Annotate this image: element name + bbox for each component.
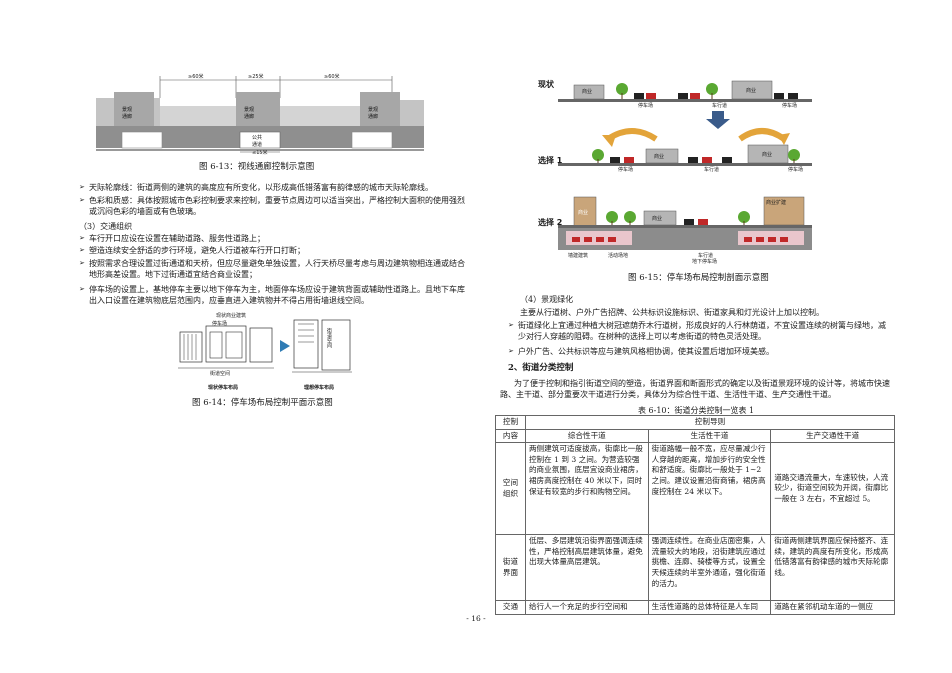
section-4-intro: 主要从行道树、户外广告招牌、公共标识设施标识、街道家具和灯光设计上加以控制。 [520, 308, 824, 317]
parking-label-left: 停车场 [638, 103, 654, 109]
row-name: 街道 界面 [495, 534, 526, 602]
bullet-skyline: ➢天际轮廓线：街道两侧的建筑的高度应有所变化，以形成高低错落富有韵律感的城市天际… [79, 183, 433, 192]
figure-6-15-caption: 图 6-15：停车场布局控制剖面示意图 [628, 273, 769, 283]
street-classification-table: 控制 控制导则 内容 综合性干道 生活性干道 生产交通性干道 空间 组织 两侧建… [495, 415, 896, 615]
table-row: 街道 界面 低层、多层建筑沿街界面强调连续性，严格控制高层建筑体量，避免出现大体… [495, 534, 895, 602]
parking-plan-diagram [176, 310, 354, 394]
parking-label-r2b: 停车场 [788, 167, 804, 173]
page-number: - 16 - [466, 614, 486, 623]
bullet-traffic-4: ➢停车场的设置上，基地停车主要以地下停车为主，地面停车场应设于建筑背面或辅助性道… [79, 285, 465, 306]
fig614-ideal-label: 理想停车布局 [304, 385, 335, 391]
bullet-traffic-3: ➢按照需求合理设置过街通道和天桥，但应尽量避免单独设置，人行天桥尽量考虑与周边建… [79, 259, 465, 280]
header-col2: 生活性干道 [647, 428, 772, 444]
table-cell: 强调连续性。在商业店面密集，人流量较大的地段，沿街建筑应通过挑檐、连廊、骑楼等方… [647, 534, 772, 602]
figure-6-14-caption: 图 6-14：停车场布局控制平面示意图 [192, 398, 333, 408]
lane-label: 车行道 [712, 103, 728, 109]
shop-label-r2b: 商业 [762, 152, 773, 158]
table-header-row-1: 控制 控制导则 [495, 415, 896, 430]
expand-label: 商业扩建 [766, 200, 787, 206]
dim-label-1: ≥60米 [188, 74, 204, 80]
ug-parking-label: 地下停车场 [692, 259, 718, 265]
fig614-street-label: 街道空间 [210, 371, 231, 377]
shop-label-r2: 商业 [654, 154, 665, 160]
view-corridor-diagram [96, 76, 424, 153]
bullet-traffic-1: ➢车行开口应设在设置在辅助道路、服务性道路上； [79, 234, 265, 243]
parking-label-r2: 停车场 [618, 167, 634, 173]
table-row: 交通 给行人一个充足的步行空间和 生活性道路的总体特征是人车同 道路在紧邻机动车… [495, 600, 895, 615]
bullet-advert: ➢户外广告、公共标识等应与建筑风格相协调，使其设置后增加环境美感。 [508, 347, 774, 356]
shop-label-right: 商业 [746, 88, 757, 94]
dim-label-3: ≥60米 [324, 74, 340, 80]
table-cell: 街道路幅一般不宽，应尽量减少行人穿越的距离，增加步行的安全性和舒适度。街廓比一般… [647, 442, 772, 536]
corridor-label-left: 景观 通廊 [122, 107, 133, 120]
fig614-current-label: 现状停车布局 [208, 385, 239, 391]
header-col1: 综合性干道 [524, 428, 649, 444]
section-2-heading: 2、街道分类控制 [508, 363, 574, 373]
figure-6-15: 现状 选择 1 选择 2 商业 商业 停车场 车行道 停车场 商业 商业 停车场… [538, 75, 828, 265]
header-content: 内容 [495, 428, 526, 444]
row-current-label: 现状 [538, 80, 554, 89]
row-name: 交通 [495, 600, 526, 615]
parking-section-diagram [558, 80, 812, 250]
section-2-intro: 为了便于控制和指引街道空间的塑造，街道界面和断面形式的确定以及街道景观环境的设计… [500, 379, 890, 400]
activity-label: 活动场地 [608, 253, 629, 259]
row-name: 空间 组织 [495, 442, 526, 536]
figure-6-13-caption: 图 6-13：视线通廊控制示意图 [199, 162, 315, 172]
fig614-parking-label: 停车场 [212, 321, 228, 327]
fig614-business-label: 现状商业建筑 [216, 313, 247, 319]
section-4-heading: （4）景观绿化 [520, 295, 574, 304]
table-header-row-2: 内容 综合性干道 生活性干道 生产交通性干道 [495, 428, 895, 444]
table-row: 空间 组织 两侧建筑可适度拔高，街廓比一般控制在 1 到 3 之间。为营造较强的… [495, 442, 895, 536]
corridor-label-right: 景观 通廊 [368, 107, 379, 120]
header-control: 控制 [495, 415, 526, 430]
row-choice1-label: 选择 1 [538, 156, 563, 165]
dim-label-2: ≥25米 [248, 74, 264, 80]
row-choice2-label: 选择 2 [538, 218, 563, 227]
retail-label: 商业 [578, 210, 589, 216]
table-cell: 生活性道路的总体特征是人车同 [647, 600, 772, 615]
table-cell: 道路在紧邻机动车道的一侧应 [770, 600, 895, 615]
shop-label: 商业 [582, 89, 593, 95]
table-cell: 给行人一个充足的步行空间和 [524, 600, 649, 615]
table-6-10-title: 表 6-10：街道分类控制一览表 1 [638, 406, 755, 415]
header-guide: 控制导则 [524, 415, 896, 430]
table-cell: 街道两侧建筑界面应保持整齐、连续，建筑的高度有所变化，形成高低错落富有韵律感的城… [770, 534, 895, 602]
bullet-color: ➢色彩和质感：具体按照城市色彩控制要求来控制，重要节点周边可以适当突出，严格控制… [79, 196, 465, 217]
figure-6-13: ≥60米 ≥25米 ≥60米 ≤15米 景观 通廊 景观 通廊 景观 通廊 公共… [92, 70, 427, 156]
table-cell: 道路交通流量大，车速较快，人流较少，街道空间较为开阔，街廓比一般在 3 左右，不… [770, 442, 895, 536]
lane-label-r3: 车行道 [698, 253, 714, 259]
figure-6-14: 现状商业建筑 停车场 街道空间 街道空间 现状停车布局 理想停车布局 [176, 310, 354, 394]
lane-label-r2: 车行道 [704, 167, 720, 173]
fig614-street-v-label: 街道空间 [326, 328, 332, 348]
corridor-label-mid: 景观 通廊 [244, 107, 255, 120]
dim-label-4: ≤15米 [252, 150, 268, 156]
table-cell: 低层、多层建筑沿街界面强调连续性，严格控制高层建筑体量，避免出现大体量高层建筑。 [524, 534, 649, 602]
header-col3: 生产交通性干道 [770, 428, 895, 444]
shop-label-r3: 商业 [652, 216, 663, 222]
section-3-heading: （3）交通组织 [79, 222, 133, 231]
wall-building-label: 墙建建筑 [568, 253, 589, 259]
bullet-greening: ➢街道绿化上宜通过种植大树冠遮荫乔木行道树，形成良好的人行林荫道，不宜设置连续的… [508, 321, 886, 342]
public-passage-label: 公共 通道 [252, 135, 263, 148]
table-cell: 两侧建筑可适度拔高，街廓比一般控制在 1 到 3 之间。为营造较强的商业氛围，底… [524, 442, 649, 536]
bullet-traffic-2: ➢塑造连续安全舒适的步行环境，避免人行道被车行开口打断； [79, 246, 305, 255]
parking-label-right: 停车场 [782, 103, 798, 109]
